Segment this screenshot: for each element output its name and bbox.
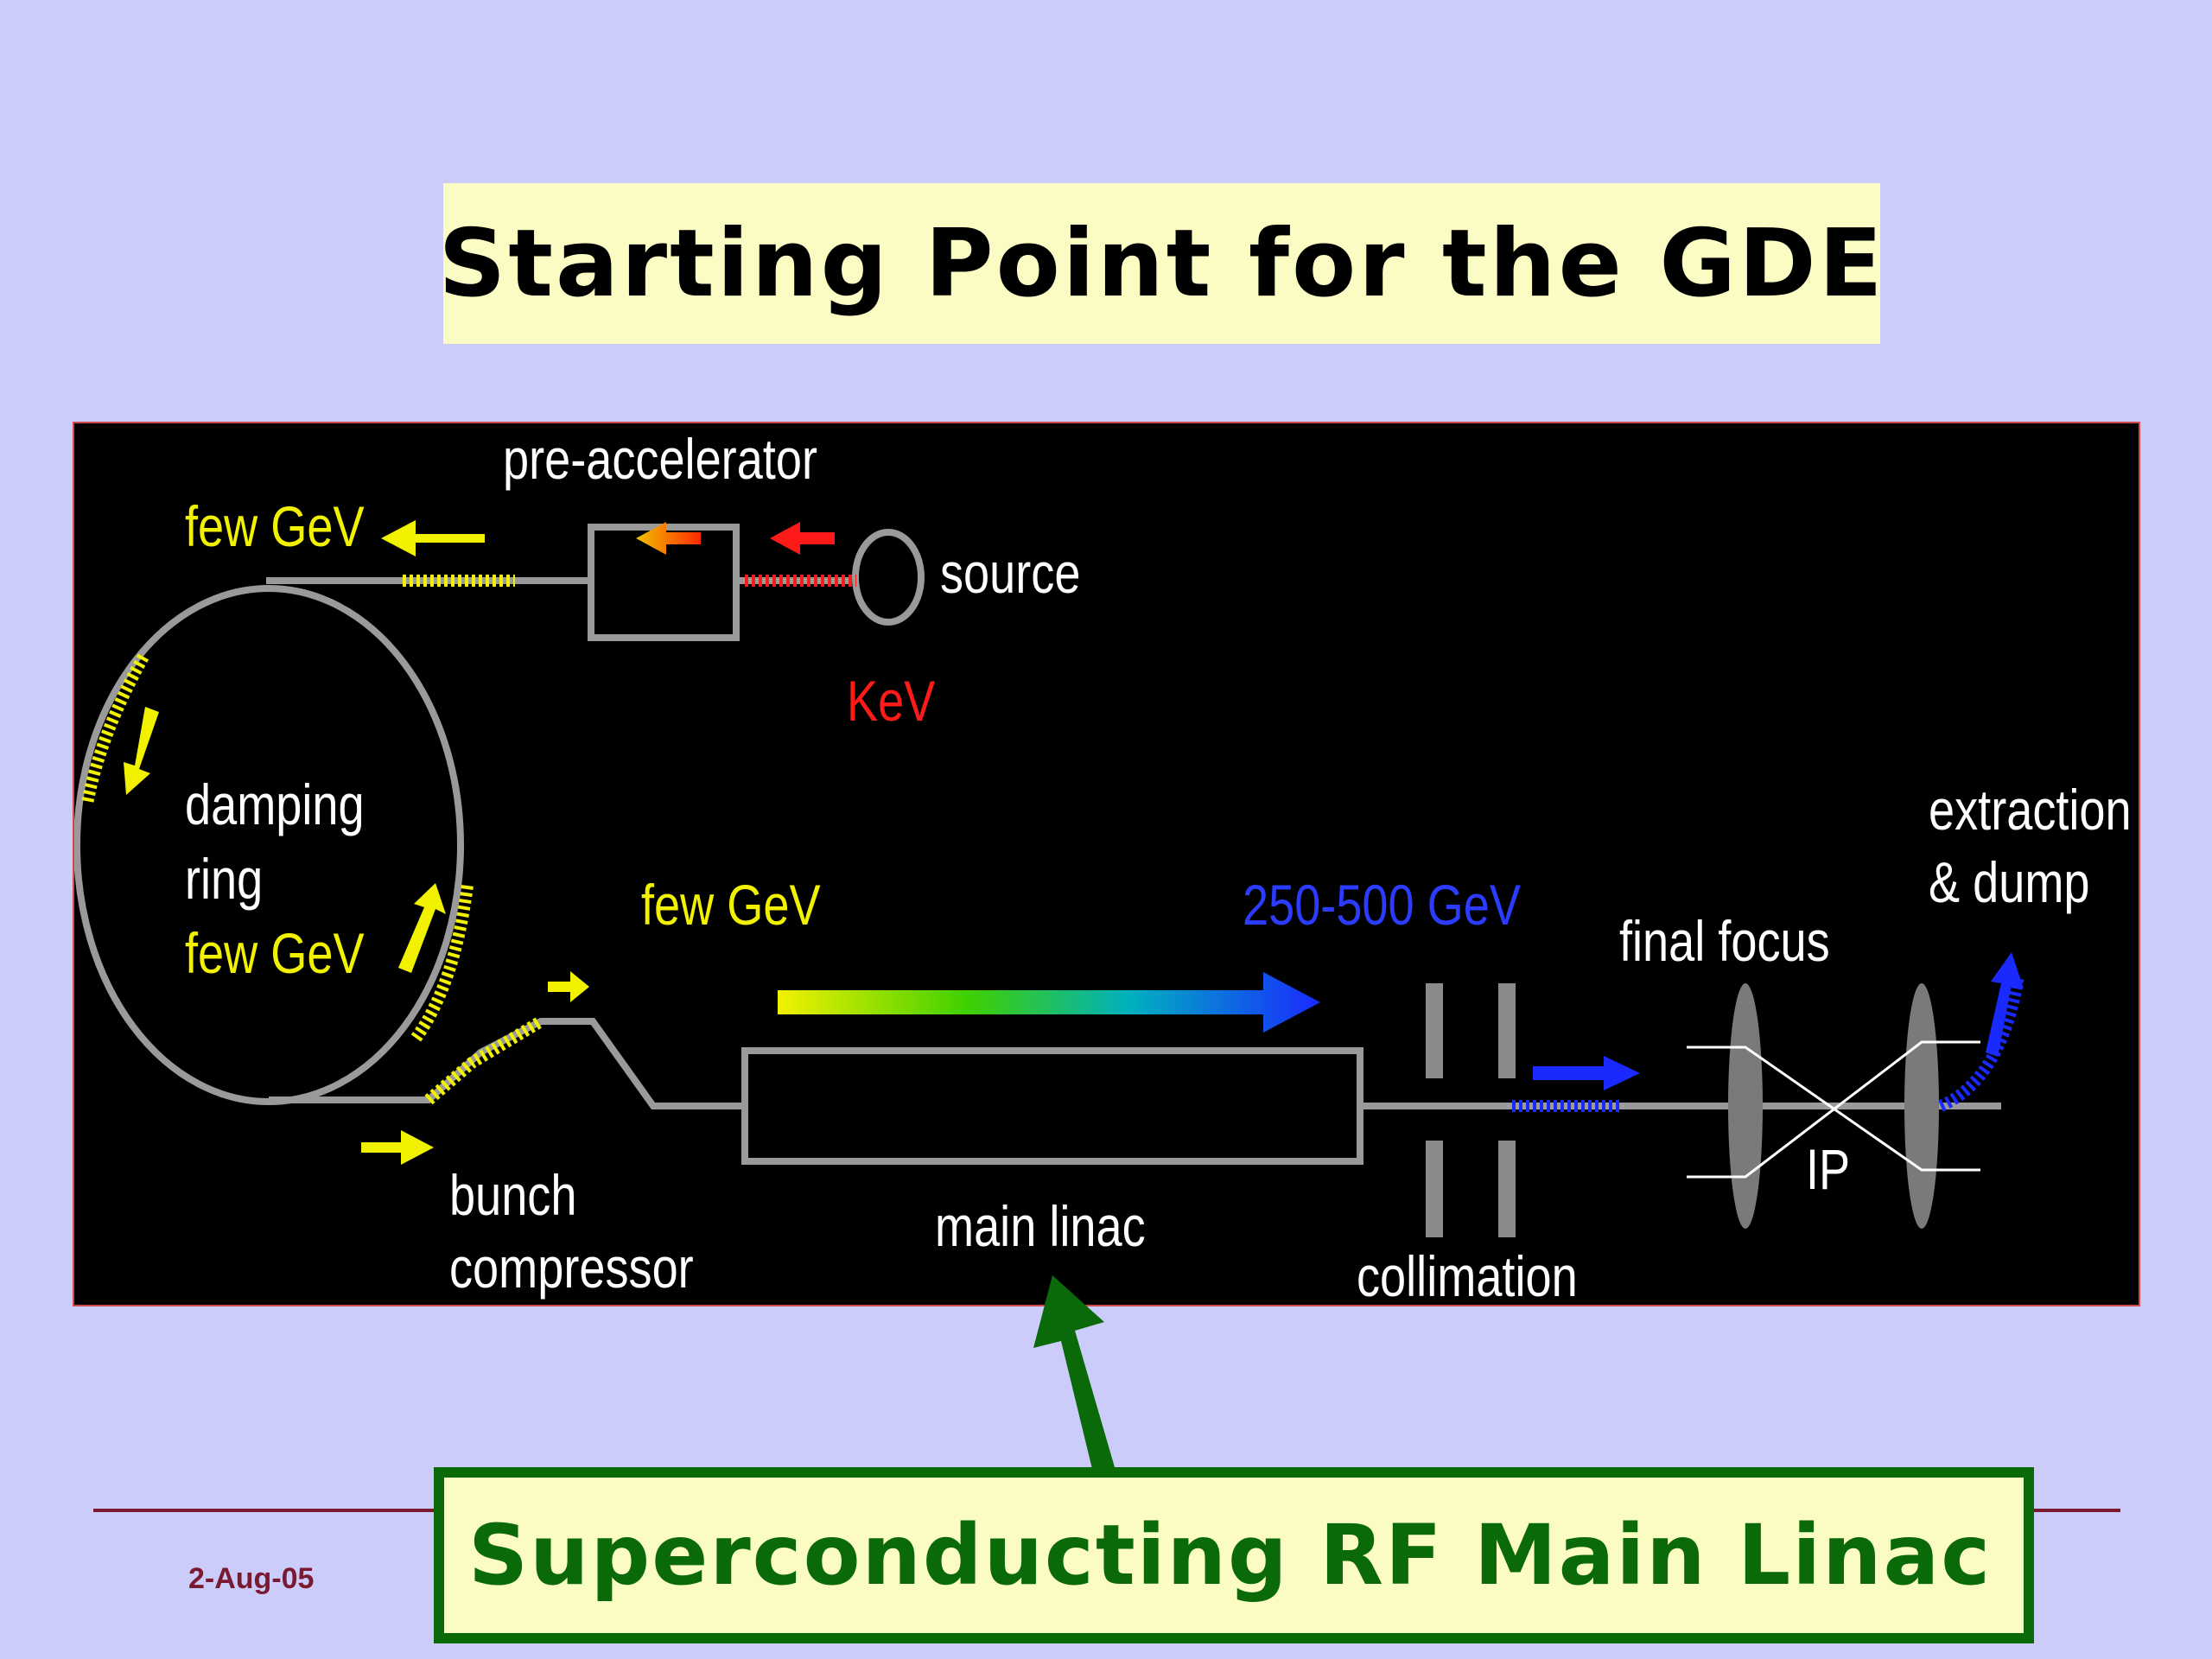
arrow-left-preacc <box>636 522 701 555</box>
title-box: Starting Point for the GDE <box>439 183 1882 344</box>
focus-crossing-lines <box>1687 1040 1980 1179</box>
label-few-gev-mid: few GeV <box>641 873 821 937</box>
label-ip: IP <box>1806 1137 1851 1201</box>
damping-ring <box>74 585 464 1105</box>
arrow-left-red <box>770 522 835 555</box>
final-focus-lenses <box>1728 983 1939 1229</box>
accelerator-diagram: pre-accelerator source KeV few GeV dampi… <box>73 422 2140 1306</box>
label-ring: ring <box>185 847 264 911</box>
collimators <box>1426 983 1516 1237</box>
bunch-compressor-line <box>269 1018 745 1109</box>
label-few-gev-ring: few GeV <box>185 921 365 985</box>
label-main-linac: main linac <box>935 1194 1146 1258</box>
arrow-right-bunch-bottom <box>361 1130 434 1165</box>
arrow-down-ring <box>124 707 159 795</box>
page-title: Starting Point for the GDE <box>438 209 1885 318</box>
callout-text: Superconducting RF Main Linac <box>468 1507 1993 1604</box>
arrow-right-bunch-top <box>548 971 589 1002</box>
bunch-dots <box>81 575 2024 1112</box>
beamline-drawing <box>74 520 2024 1237</box>
label-collimation: collimation <box>1357 1244 1578 1308</box>
arrow-right-collimation <box>1533 1056 1640 1090</box>
label-extraction: extraction <box>1929 778 2132 842</box>
callout-box: Superconducting RF Main Linac <box>434 1467 2034 1643</box>
label-pre-accelerator: pre-accelerator <box>503 427 817 491</box>
label-compressor: compressor <box>449 1236 694 1300</box>
arrow-up-extraction <box>1986 952 2024 1057</box>
source-ring <box>852 529 925 626</box>
arrow-up-ring <box>398 883 446 973</box>
label-final-focus: final focus <box>1619 909 1830 973</box>
label-250-500-gev: 250-500 GeV <box>1243 873 1521 937</box>
arrow-left-yellow <box>381 520 485 556</box>
footer-rule-left <box>93 1509 435 1512</box>
label-damping: damping <box>185 772 365 836</box>
label-few-gev-top: few GeV <box>185 494 365 558</box>
beam-direction-arrows <box>124 520 2024 1165</box>
arrow-right-linac <box>778 972 1320 1033</box>
label-source: source <box>940 541 1081 605</box>
label-kev: KeV <box>847 669 936 733</box>
footer-date: 2-Aug-05 <box>188 1562 315 1595</box>
label-bunch: bunch <box>449 1163 577 1227</box>
footer-rule-right <box>2034 1509 2120 1512</box>
label-dump: & dump <box>1929 850 2090 914</box>
